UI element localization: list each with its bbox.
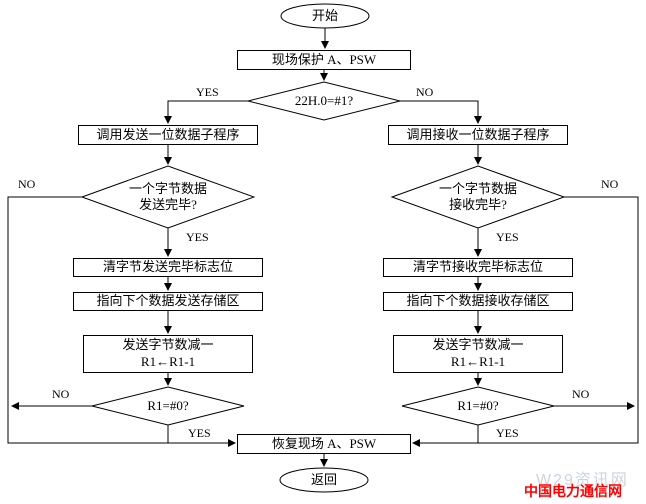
node-point-next-send-buffer: 指向下个数据发送存储区 xyxy=(73,292,263,311)
node-restore-scene: 恢复现场 A、PSW xyxy=(237,434,411,454)
arrow-no-to-call-recv xyxy=(400,100,482,124)
decision-r1-zero-right-diamond xyxy=(401,386,555,426)
label-no-r1-left: NO xyxy=(52,387,70,401)
connector-lines xyxy=(7,28,639,467)
node-call-send-subroutine: 调用发送一位数据子程序 xyxy=(78,125,258,145)
start-oval xyxy=(280,3,370,29)
label-yes-branch-send: YES xyxy=(196,85,219,99)
arrow-yes-to-call-send xyxy=(164,100,248,124)
return-oval xyxy=(279,467,369,493)
decision-r1-zero-left-diamond xyxy=(91,386,245,426)
label-yes-r1-right: YES xyxy=(496,426,519,440)
gray-watermark: W29资讯网 xyxy=(536,472,629,489)
label-yes-r1-left: YES xyxy=(188,426,211,440)
path-no-left-merge xyxy=(7,196,236,447)
decision-byte-received-diamond xyxy=(390,165,566,229)
label-no-byte-sent: NO xyxy=(18,177,36,191)
label-no-byte-received: NO xyxy=(601,177,619,191)
decision-byte-sent-diamond xyxy=(80,165,256,229)
decision-22h0-diamond xyxy=(247,81,401,121)
label-yes-byte-sent: YES xyxy=(186,230,209,244)
node-call-receive-subroutine: 调用接收一位数据子程序 xyxy=(388,125,568,145)
node-clear-receive-flag: 清字节接收完毕标志位 xyxy=(383,258,573,277)
path-no-right-merge xyxy=(412,196,639,447)
node-point-next-receive-buffer: 指向下个数据接收存储区 xyxy=(383,292,573,311)
node-decrement-receive-count: 发送字节数减一 R1←R1-1 xyxy=(393,335,563,373)
label-no-r1-right: NO xyxy=(572,387,590,401)
decrement-send-line1: 发送字节数减一 xyxy=(122,337,214,353)
site-watermark: 中国电力通信网 xyxy=(524,483,622,499)
node-clear-send-flag: 清字节发送完毕标志位 xyxy=(73,258,263,277)
label-no-branch-receive: NO xyxy=(416,85,434,99)
decrement-receive-line2: R1←R1-1 xyxy=(450,354,506,369)
decrement-send-line2: R1←R1-1 xyxy=(140,354,196,369)
flowchart-shapes xyxy=(80,3,566,493)
decrement-receive-line1: 发送字节数减一 xyxy=(432,337,524,353)
node-save-scene: 现场保护 A、PSW xyxy=(237,50,411,70)
node-decrement-send-count: 发送字节数减一 R1←R1-1 xyxy=(83,335,253,373)
label-yes-byte-received: YES xyxy=(496,230,519,244)
